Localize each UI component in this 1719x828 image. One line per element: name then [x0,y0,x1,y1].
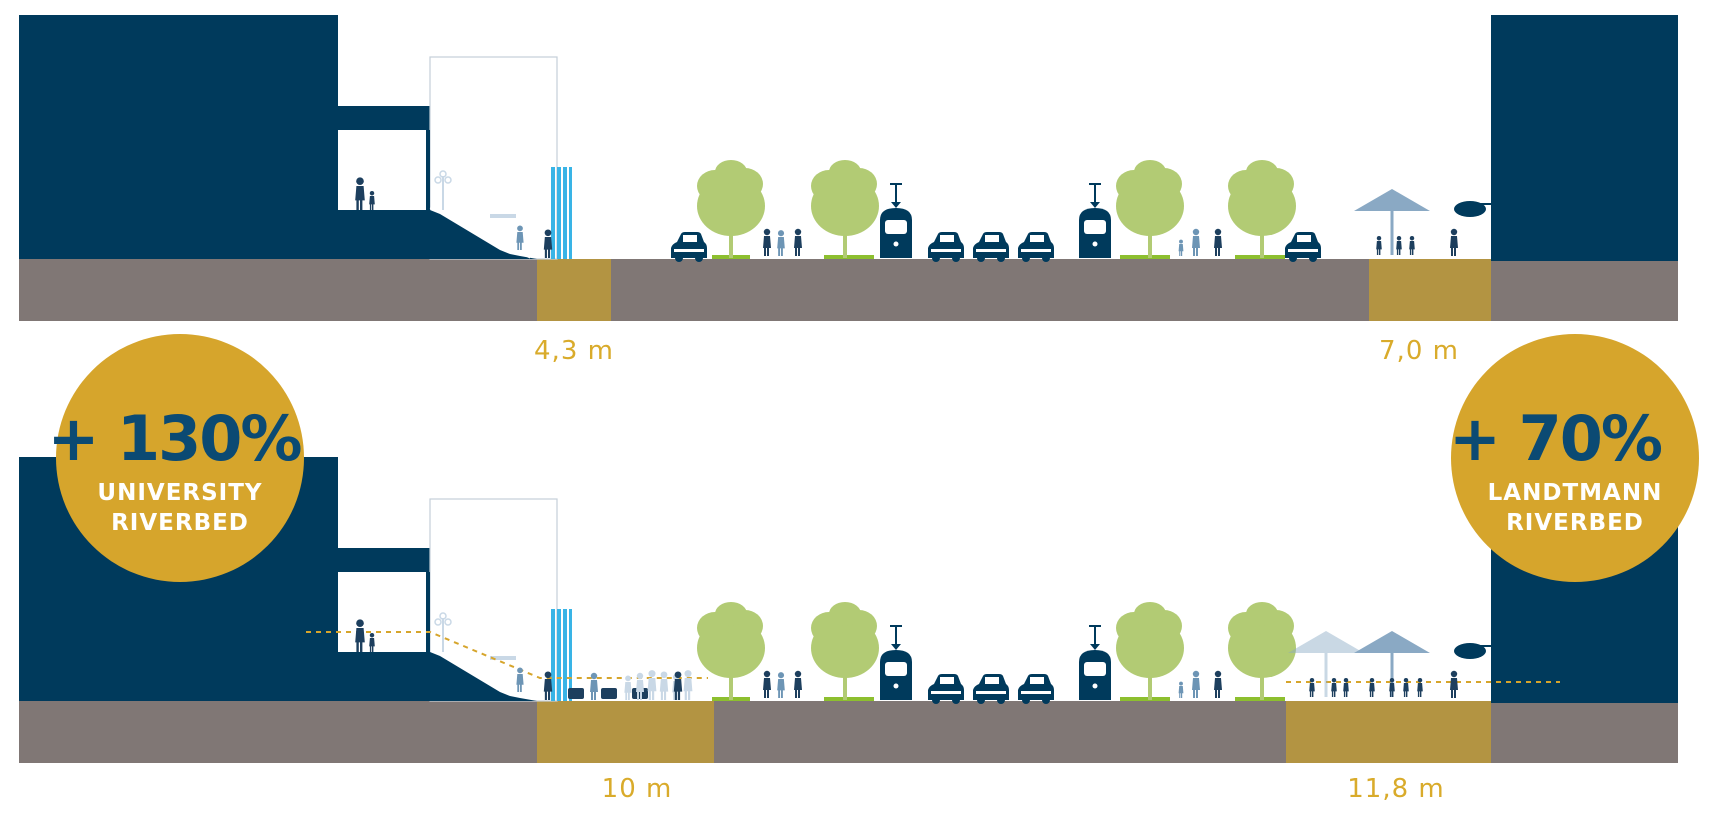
badge-landtmann-line2: RIVERBED [1506,510,1644,536]
ground-road [714,701,1286,763]
tree-icon [1228,160,1296,258]
car-icon [973,674,1009,704]
car-icon [928,674,964,704]
badge-landtmann: + 70% LANDTMANN RIVERBED [1449,334,1699,582]
pedestrian-icon [763,228,771,256]
pedestrian-icon [777,230,785,256]
width-label-left-current: 4,3 m [534,336,614,366]
pedestrian-icon [794,670,802,698]
pedestrian-icon [1178,239,1184,256]
cafe-umbrella-icon [1288,631,1364,697]
pedestrian-icon [1214,228,1222,256]
badge-landtmann-value: + 70% [1449,402,1662,475]
pedestrian-icon [355,177,365,210]
tree-icon [1116,160,1184,258]
ground-right [1491,701,1678,763]
gallery-roof [338,106,430,130]
sidewalk-left [537,701,714,763]
width-label-left-proposed: 10 m [602,774,673,804]
hanging-sign-icon [1454,201,1492,217]
width-label-right-current: 7,0 m [1379,336,1459,366]
stair-rail [429,207,531,259]
pedestrian-icon [1192,228,1200,256]
staircase [338,652,537,701]
street-lamp-icon [434,170,452,211]
grass-strip [824,697,874,701]
pedestrian-icon [777,672,785,698]
badge-university: + 130% UNIVERSITY RIVERBED [47,334,304,582]
tram-icon [1078,625,1112,701]
pedestrian-icon [1192,670,1200,698]
street-furniture-icon [568,688,648,699]
pedestrian-icon [516,667,524,692]
pedestrian-icon [355,619,365,652]
pedestrian-icon [516,225,524,250]
gallery-roof [338,548,430,572]
pedestrian-icon [543,671,553,700]
pedestrian-icon [590,672,598,700]
car-icon [671,232,707,262]
grass-strip [824,255,874,259]
tram-icon [879,625,913,701]
tree-icon [811,160,879,258]
car-icon [928,232,964,262]
street-lamp-icon [434,612,452,653]
tram-icon [1078,183,1112,259]
hanging-sign-icon [1454,643,1492,659]
building-left [19,15,338,261]
gallery-column [426,130,430,210]
pedestrian-icon [369,190,375,210]
pedestrian-icon [1178,681,1184,698]
grass-strip [1120,697,1170,701]
tree-icon [697,160,765,258]
staircase [338,210,537,259]
tree-icon [1116,602,1184,700]
info-sign-icon [551,609,572,701]
car-icon [973,232,1009,262]
tree-icon [697,602,765,700]
pedestrian-icon [1450,670,1458,698]
sidewalk-right [1286,701,1491,763]
sidewalk-right [1369,259,1491,321]
width-label-right-proposed: 11,8 m [1347,774,1444,804]
comfort-zone-line-left [306,631,708,679]
tree-icon [811,602,879,700]
pedestrian-icon [1450,228,1458,256]
tree-icon [1228,602,1296,700]
ground-right [1491,259,1678,321]
cafe-umbrella-icon [1354,189,1430,255]
badge-university-line1: UNIVERSITY [97,480,262,506]
ground-left [19,259,537,321]
tram-icon [879,183,913,259]
building-right [1491,15,1678,261]
pedestrian-icon [763,670,771,698]
gallery-column [426,572,430,652]
bench-icon [490,656,516,660]
pedestrian-icon [794,228,802,256]
car-icon [1018,232,1054,262]
badge-university-line2: RIVERBED [111,510,249,536]
bench-icon [490,214,516,218]
ground-road [611,259,1369,321]
sidewalk-left [537,259,611,321]
ground-left [19,701,537,763]
current-street-section: 4,3 m 7,0 m [19,15,1678,366]
info-sign-icon [551,167,572,259]
pedestrian-icon [673,671,683,700]
pedestrian-icon [543,229,553,258]
badge-university-value: + 130% [47,402,301,475]
car-icon [1285,232,1321,262]
car-icon [1018,674,1054,704]
cafe-guest-icon [1376,235,1415,255]
pedestrian-icon [369,632,375,652]
pedestrian-icon [1214,670,1222,698]
badge-landtmann-line1: LANDTMANN [1488,480,1663,506]
grass-strip [1120,255,1170,259]
